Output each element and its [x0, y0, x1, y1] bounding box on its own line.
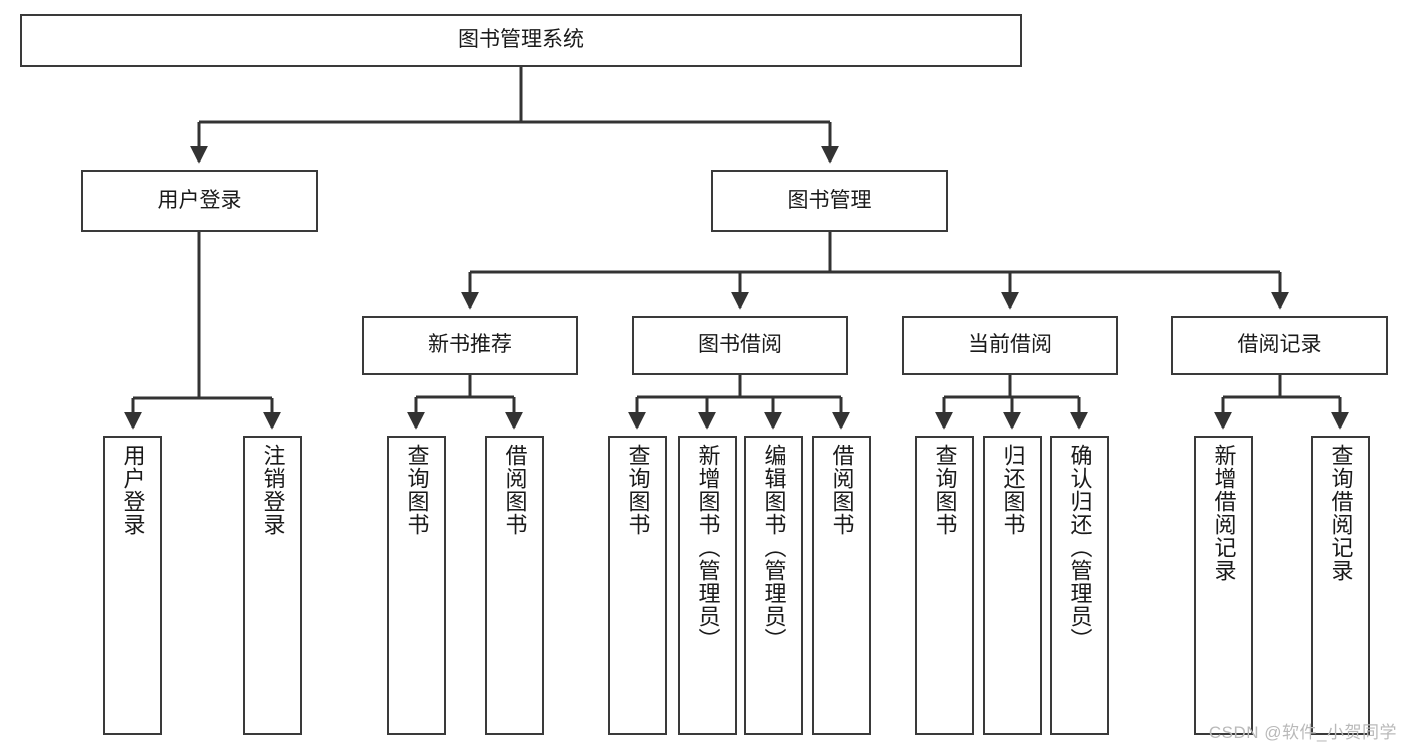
node-new-book-recommendation[interactable]: 新书推荐 [362, 316, 578, 375]
node-book-borrowing[interactable]: 图书借阅 [632, 316, 848, 375]
node-user-login[interactable]: 用户登录 [81, 170, 318, 232]
node-label: 归还图书 [1000, 444, 1026, 536]
node-label: 当前借阅 [968, 333, 1052, 357]
node-label: 用户登录 [120, 444, 146, 536]
node-leaf-logout[interactable]: 注销登录 [243, 436, 302, 735]
node-label: 图书管理系统 [458, 28, 584, 52]
node-label: 查询借阅记录 [1328, 444, 1354, 582]
node-leaf-user-login[interactable]: 用户登录 [103, 436, 162, 735]
node-label: 图书借阅 [698, 333, 782, 357]
node-leaf-query-books-current[interactable]: 查询图书 [915, 436, 974, 735]
node-leaf-query-books-new[interactable]: 查询图书 [387, 436, 446, 735]
node-label: 新书推荐 [428, 333, 512, 357]
node-leaf-confirm-return-admin[interactable]: 确认归还（管理员） [1050, 436, 1109, 735]
node-root-book-management-system[interactable]: 图书管理系统 [20, 14, 1022, 67]
node-label: 查询图书 [932, 444, 958, 536]
node-label: 借阅图书 [829, 444, 855, 536]
node-leaf-borrow-books-new[interactable]: 借阅图书 [485, 436, 544, 735]
node-leaf-query-borrow-record[interactable]: 查询借阅记录 [1311, 436, 1370, 735]
node-leaf-borrow-books[interactable]: 借阅图书 [812, 436, 871, 735]
node-label: 注销登录 [260, 444, 286, 536]
node-leaf-query-books-borrow[interactable]: 查询图书 [608, 436, 667, 735]
node-label: 编辑图书（管理员） [761, 444, 787, 651]
node-label: 查询图书 [625, 444, 651, 536]
node-label: 新增借阅记录 [1211, 444, 1237, 582]
node-label: 新增图书（管理员） [695, 444, 721, 651]
node-label: 确认归还（管理员） [1067, 444, 1093, 651]
node-label: 借阅记录 [1237, 333, 1322, 357]
node-book-management[interactable]: 图书管理 [711, 170, 948, 232]
node-label: 用户登录 [157, 188, 242, 212]
node-label: 图书管理 [787, 188, 872, 212]
node-leaf-return-books[interactable]: 归还图书 [983, 436, 1042, 735]
node-leaf-edit-book-admin[interactable]: 编辑图书（管理员） [744, 436, 803, 735]
node-borrow-records[interactable]: 借阅记录 [1171, 316, 1388, 375]
node-label: 借阅图书 [502, 444, 528, 536]
node-leaf-add-borrow-record[interactable]: 新增借阅记录 [1194, 436, 1253, 735]
node-label: 查询图书 [404, 444, 430, 536]
node-leaf-add-book-admin[interactable]: 新增图书（管理员） [678, 436, 737, 735]
node-current-borrowing[interactable]: 当前借阅 [902, 316, 1118, 375]
